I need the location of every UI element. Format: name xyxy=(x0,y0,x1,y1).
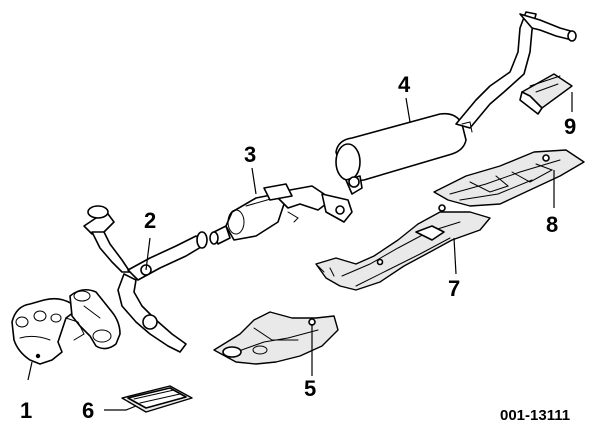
hanger-bracket xyxy=(519,73,573,115)
callout-1: 1 xyxy=(20,398,32,423)
callout-8: 8 xyxy=(546,212,558,237)
y-pipe xyxy=(83,205,208,353)
callout-2: 2 xyxy=(144,208,156,233)
callout-9: 9 xyxy=(564,114,576,139)
diagram-reference-code: 001-13111 xyxy=(500,407,570,424)
exhaust-manifold xyxy=(11,288,121,365)
callout-labels: 1 2 3 4 5 6 7 8 9 xyxy=(20,72,576,423)
callout-3: 3 xyxy=(244,142,256,167)
callout-5: 5 xyxy=(304,376,316,401)
heat-shield-main xyxy=(315,204,491,291)
callout-7: 7 xyxy=(448,276,460,301)
muffler-assembly xyxy=(335,11,577,195)
heat-shield-plate-small xyxy=(121,385,193,413)
catalytic-converter xyxy=(209,183,353,245)
callout-6: 6 xyxy=(82,398,94,423)
heat-shield-lower xyxy=(213,311,339,365)
heat-shield-upper xyxy=(433,149,585,207)
callout-4: 4 xyxy=(398,72,411,97)
leader-lines xyxy=(27,92,573,411)
